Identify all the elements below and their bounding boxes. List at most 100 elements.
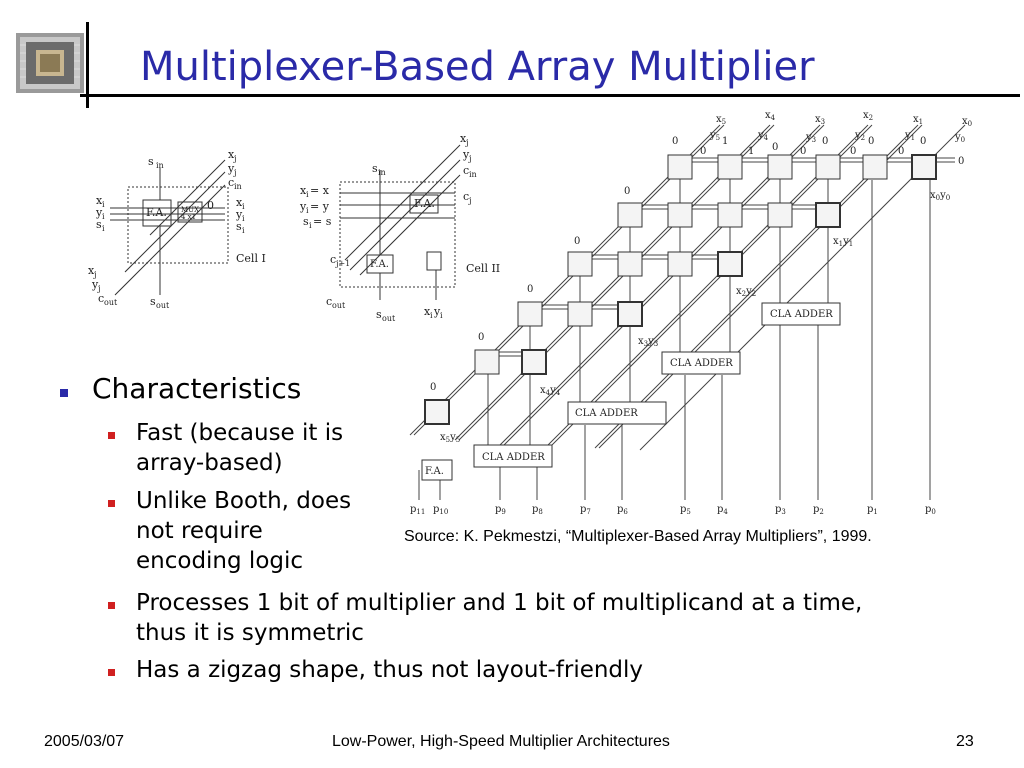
svg-text:0: 0 [430,382,436,393]
svg-text:i: i [306,190,309,199]
svg-text:p1: p1 [867,504,878,516]
svg-text:i: i [242,202,245,211]
svg-text:s: s [372,162,378,175]
svg-text:c: c [463,190,469,203]
svg-text:i: i [309,221,312,230]
svg-text:i: i [102,224,105,233]
cell-ii-box [339,181,456,288]
svg-text:y0: y0 [954,132,965,144]
svg-text:x0: x0 [962,116,972,128]
svg-text:1: 1 [748,146,754,157]
svg-text:0: 0 [920,136,926,147]
svg-text:c: c [326,295,332,308]
svg-text:j: j [468,196,471,205]
bullet-zigzag: Has a zigzag shape, thus not layout-frie… [136,657,644,683]
footer-page-number: 23 [956,733,974,750]
svg-text:p7: p7 [580,504,591,516]
svg-text:1: 1 [722,136,728,147]
svg-text:p6: p6 [617,504,628,516]
svg-text:i: i [440,311,443,320]
svg-text:x: x [236,196,243,209]
svg-text:p4: p4 [717,504,728,516]
svg-text:x: x [88,264,95,277]
svg-text:in: in [156,161,164,170]
svg-text:j: j [465,138,468,147]
cell-ii-fa-label-2: F.A. [370,259,389,270]
svg-text:x: x [96,194,103,207]
svg-text:x: x [228,148,235,161]
svg-text:0: 0 [207,199,214,212]
svg-text:s: s [236,220,242,233]
bullet-booth-line1: Unlike Booth, does [136,488,352,514]
svg-text:x1: x1 [913,114,923,126]
cell-i-label: Cell I [236,252,266,265]
chip-logo [16,33,84,93]
svg-text:y4: y4 [757,130,769,142]
bullet-booth-line3: encoding logic [136,548,304,574]
bullet-marker-2 [108,500,115,507]
svg-text:j: j [233,168,236,177]
svg-text:x3: x3 [815,114,825,126]
svg-text:0: 0 [958,156,964,167]
svg-text:0: 0 [868,136,874,147]
svg-text:0: 0 [672,136,678,147]
svg-text:x1y1: x1y1 [833,236,853,248]
svg-text:p8: p8 [532,504,543,516]
svg-text:y: y [227,162,235,175]
svg-text:i: i [102,212,105,221]
svg-text:i: i [102,200,105,209]
svg-text:in: in [234,182,242,191]
cell-ii-fa-label: F.A. [414,197,435,210]
svg-text:x4y4: x4y4 [540,385,561,397]
svg-text:c: c [330,253,336,266]
svg-text:0: 0 [574,236,580,247]
svg-text:in: in [378,168,386,177]
bullet-processes-line2: thus it is symmetric [136,620,364,646]
svg-text:y: y [235,208,243,221]
svg-text:c: c [98,292,104,305]
bullet-processes-line1: Processes 1 bit of multiplier and 1 bit … [136,590,863,616]
svg-text:0: 0 [772,142,778,153]
svg-text:s: s [376,308,382,321]
svg-text:p10: p10 [433,504,448,516]
svg-text:s: s [303,215,309,228]
cla-adder-2: CLA ADDER [575,408,638,419]
bullet-fast-line1: Fast (because it is [136,420,344,446]
cla-adder-4: CLA ADDER [770,309,833,320]
svg-text:0: 0 [822,136,828,147]
svg-text:y3: y3 [805,132,816,144]
svg-text:x: x [300,184,307,197]
title-vertical-rule [86,22,89,108]
svg-text:x: x [424,305,431,318]
bullet-characteristics: Characteristics [92,372,302,405]
svg-text:y: y [299,200,307,213]
bullet-marker-4 [108,669,115,676]
cell-i-fa-label: F.A. [146,206,167,219]
svg-text:4 x1: 4 x1 [181,213,196,221]
array-fa-label: F.A. [425,466,444,477]
svg-text:x2y2: x2y2 [736,286,756,298]
svg-text:j: j [233,154,236,163]
bullet-marker-3 [108,602,115,609]
cell-ii-label: Cell II [466,262,500,275]
svg-text:p2: p2 [813,504,824,516]
svg-text:c: c [228,176,234,189]
svg-text:x2: x2 [863,110,873,122]
svg-text:y1: y1 [904,130,915,142]
svg-text:0: 0 [478,332,484,343]
svg-text:0: 0 [800,146,806,157]
svg-text:c: c [463,164,469,177]
svg-text:j: j [468,154,471,163]
svg-text:p5: p5 [680,504,691,516]
svg-text:y: y [462,148,470,161]
bullet-fast-line2: array-based) [136,450,283,476]
footer-title: Low-Power, High-Speed Multiplier Archite… [332,733,670,750]
svg-text:y5: y5 [709,130,720,142]
svg-text:x5: x5 [716,114,726,126]
svg-text:in: in [469,170,477,179]
svg-text:0: 0 [850,146,856,157]
svg-text:s: s [96,218,102,231]
svg-text:x4: x4 [765,110,776,122]
svg-text:i: i [430,311,433,320]
